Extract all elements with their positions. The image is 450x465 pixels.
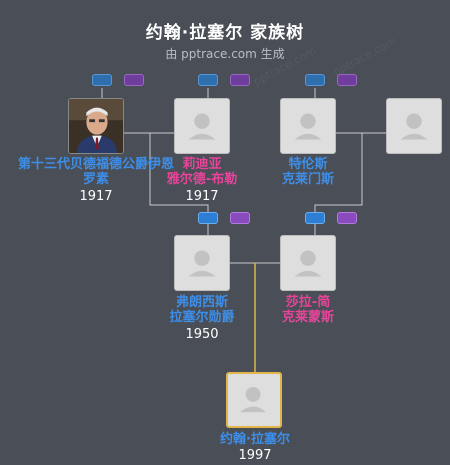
avatar-placeholder-icon <box>400 113 428 140</box>
person-name: 弗朗西斯 拉塞尔勋爵 <box>169 295 235 325</box>
female-branch-button[interactable] <box>230 74 250 86</box>
male-branch-button[interactable] <box>305 74 325 86</box>
portrait-photo <box>69 99 123 153</box>
avatar-placeholder-icon <box>188 113 216 140</box>
male-branch-button[interactable] <box>198 74 218 86</box>
connector <box>314 133 363 213</box>
male-branch-button[interactable] <box>198 212 218 224</box>
avatar-placeholder-icon <box>294 113 322 140</box>
person-name: 莎拉-简 克莱蒙斯 <box>281 295 334 325</box>
female-branch-button[interactable] <box>337 212 357 224</box>
avatar-placeholder-icon <box>188 250 216 277</box>
person-birth-year: 1997 <box>238 448 272 463</box>
person-name: 特伦斯 克莱门斯 <box>281 157 334 187</box>
person-card-photo[interactable] <box>68 98 124 154</box>
person-card-placeholder[interactable] <box>280 235 336 291</box>
page-subtitle: 由 pptrace.com 生成 <box>165 47 285 61</box>
person-card-focus[interactable] <box>226 372 282 428</box>
person-birth-year: 1950 <box>185 327 219 342</box>
person-card-placeholder[interactable] <box>174 235 230 291</box>
avatar-placeholder-icon <box>240 387 267 413</box>
male-branch-button[interactable] <box>305 212 325 224</box>
connector <box>149 133 209 213</box>
female-branch-button[interactable] <box>124 74 144 86</box>
male-branch-button[interactable] <box>92 74 112 86</box>
female-branch-button[interactable] <box>337 74 357 86</box>
person-card-placeholder[interactable] <box>174 98 230 154</box>
person-birth-year: 1917 <box>185 189 219 204</box>
person-name: 第十三代贝德福德公爵伊恩 罗素 <box>17 157 174 187</box>
avatar-placeholder-icon <box>294 250 322 277</box>
person-name: 约翰·拉塞尔 <box>220 432 290 447</box>
person-name: 莉迪亚 雅尔德-布勒 <box>166 157 238 187</box>
person-birth-year: 1917 <box>79 189 113 204</box>
person-card-placeholder[interactable] <box>386 98 442 154</box>
page-title: 约翰·拉塞尔 家族树 <box>145 23 305 43</box>
female-branch-button[interactable] <box>230 212 250 224</box>
person-card-placeholder[interactable] <box>280 98 336 154</box>
